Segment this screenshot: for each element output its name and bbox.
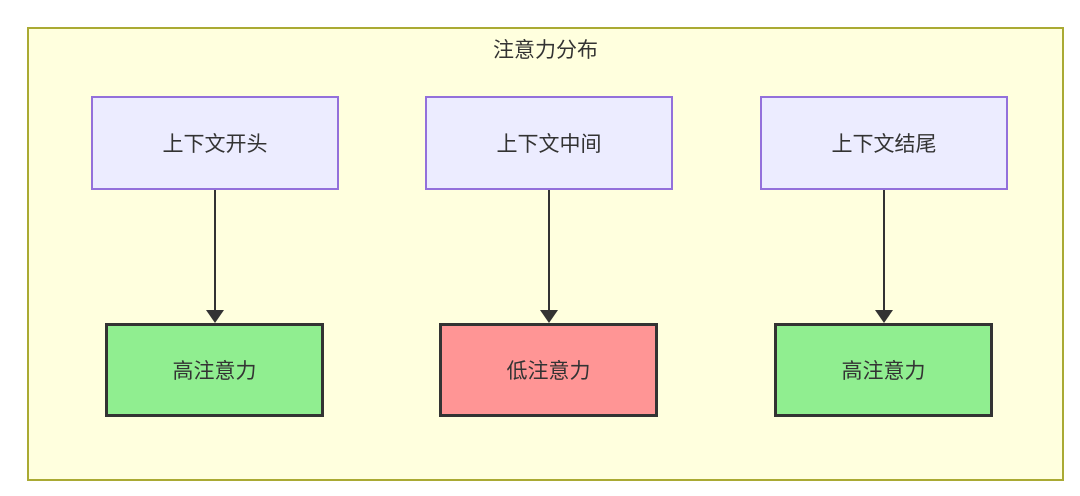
attention-distribution-container: 注意力分布 上下文开头 上下文中间 上下文结尾 高注意力 低注意力 高注意力 xyxy=(27,27,1064,481)
arrow-shaft xyxy=(883,190,885,310)
arrow-shaft xyxy=(214,190,216,310)
arrow-beginning-to-high xyxy=(206,190,224,323)
node-context-middle: 上下文中间 xyxy=(425,96,673,190)
node-high-attention-right: 高注意力 xyxy=(774,323,993,417)
arrow-head-icon xyxy=(206,310,224,323)
node-low-attention: 低注意力 xyxy=(439,323,658,417)
arrow-end-to-high xyxy=(875,190,893,323)
node-context-end: 上下文结尾 xyxy=(760,96,1008,190)
diagram-title: 注意力分布 xyxy=(493,38,598,62)
arrow-head-icon xyxy=(875,310,893,323)
node-high-attention-left: 高注意力 xyxy=(105,323,324,417)
arrow-head-icon xyxy=(540,310,558,323)
arrow-middle-to-low xyxy=(540,190,558,323)
arrow-shaft xyxy=(548,190,550,310)
node-context-beginning: 上下文开头 xyxy=(91,96,339,190)
